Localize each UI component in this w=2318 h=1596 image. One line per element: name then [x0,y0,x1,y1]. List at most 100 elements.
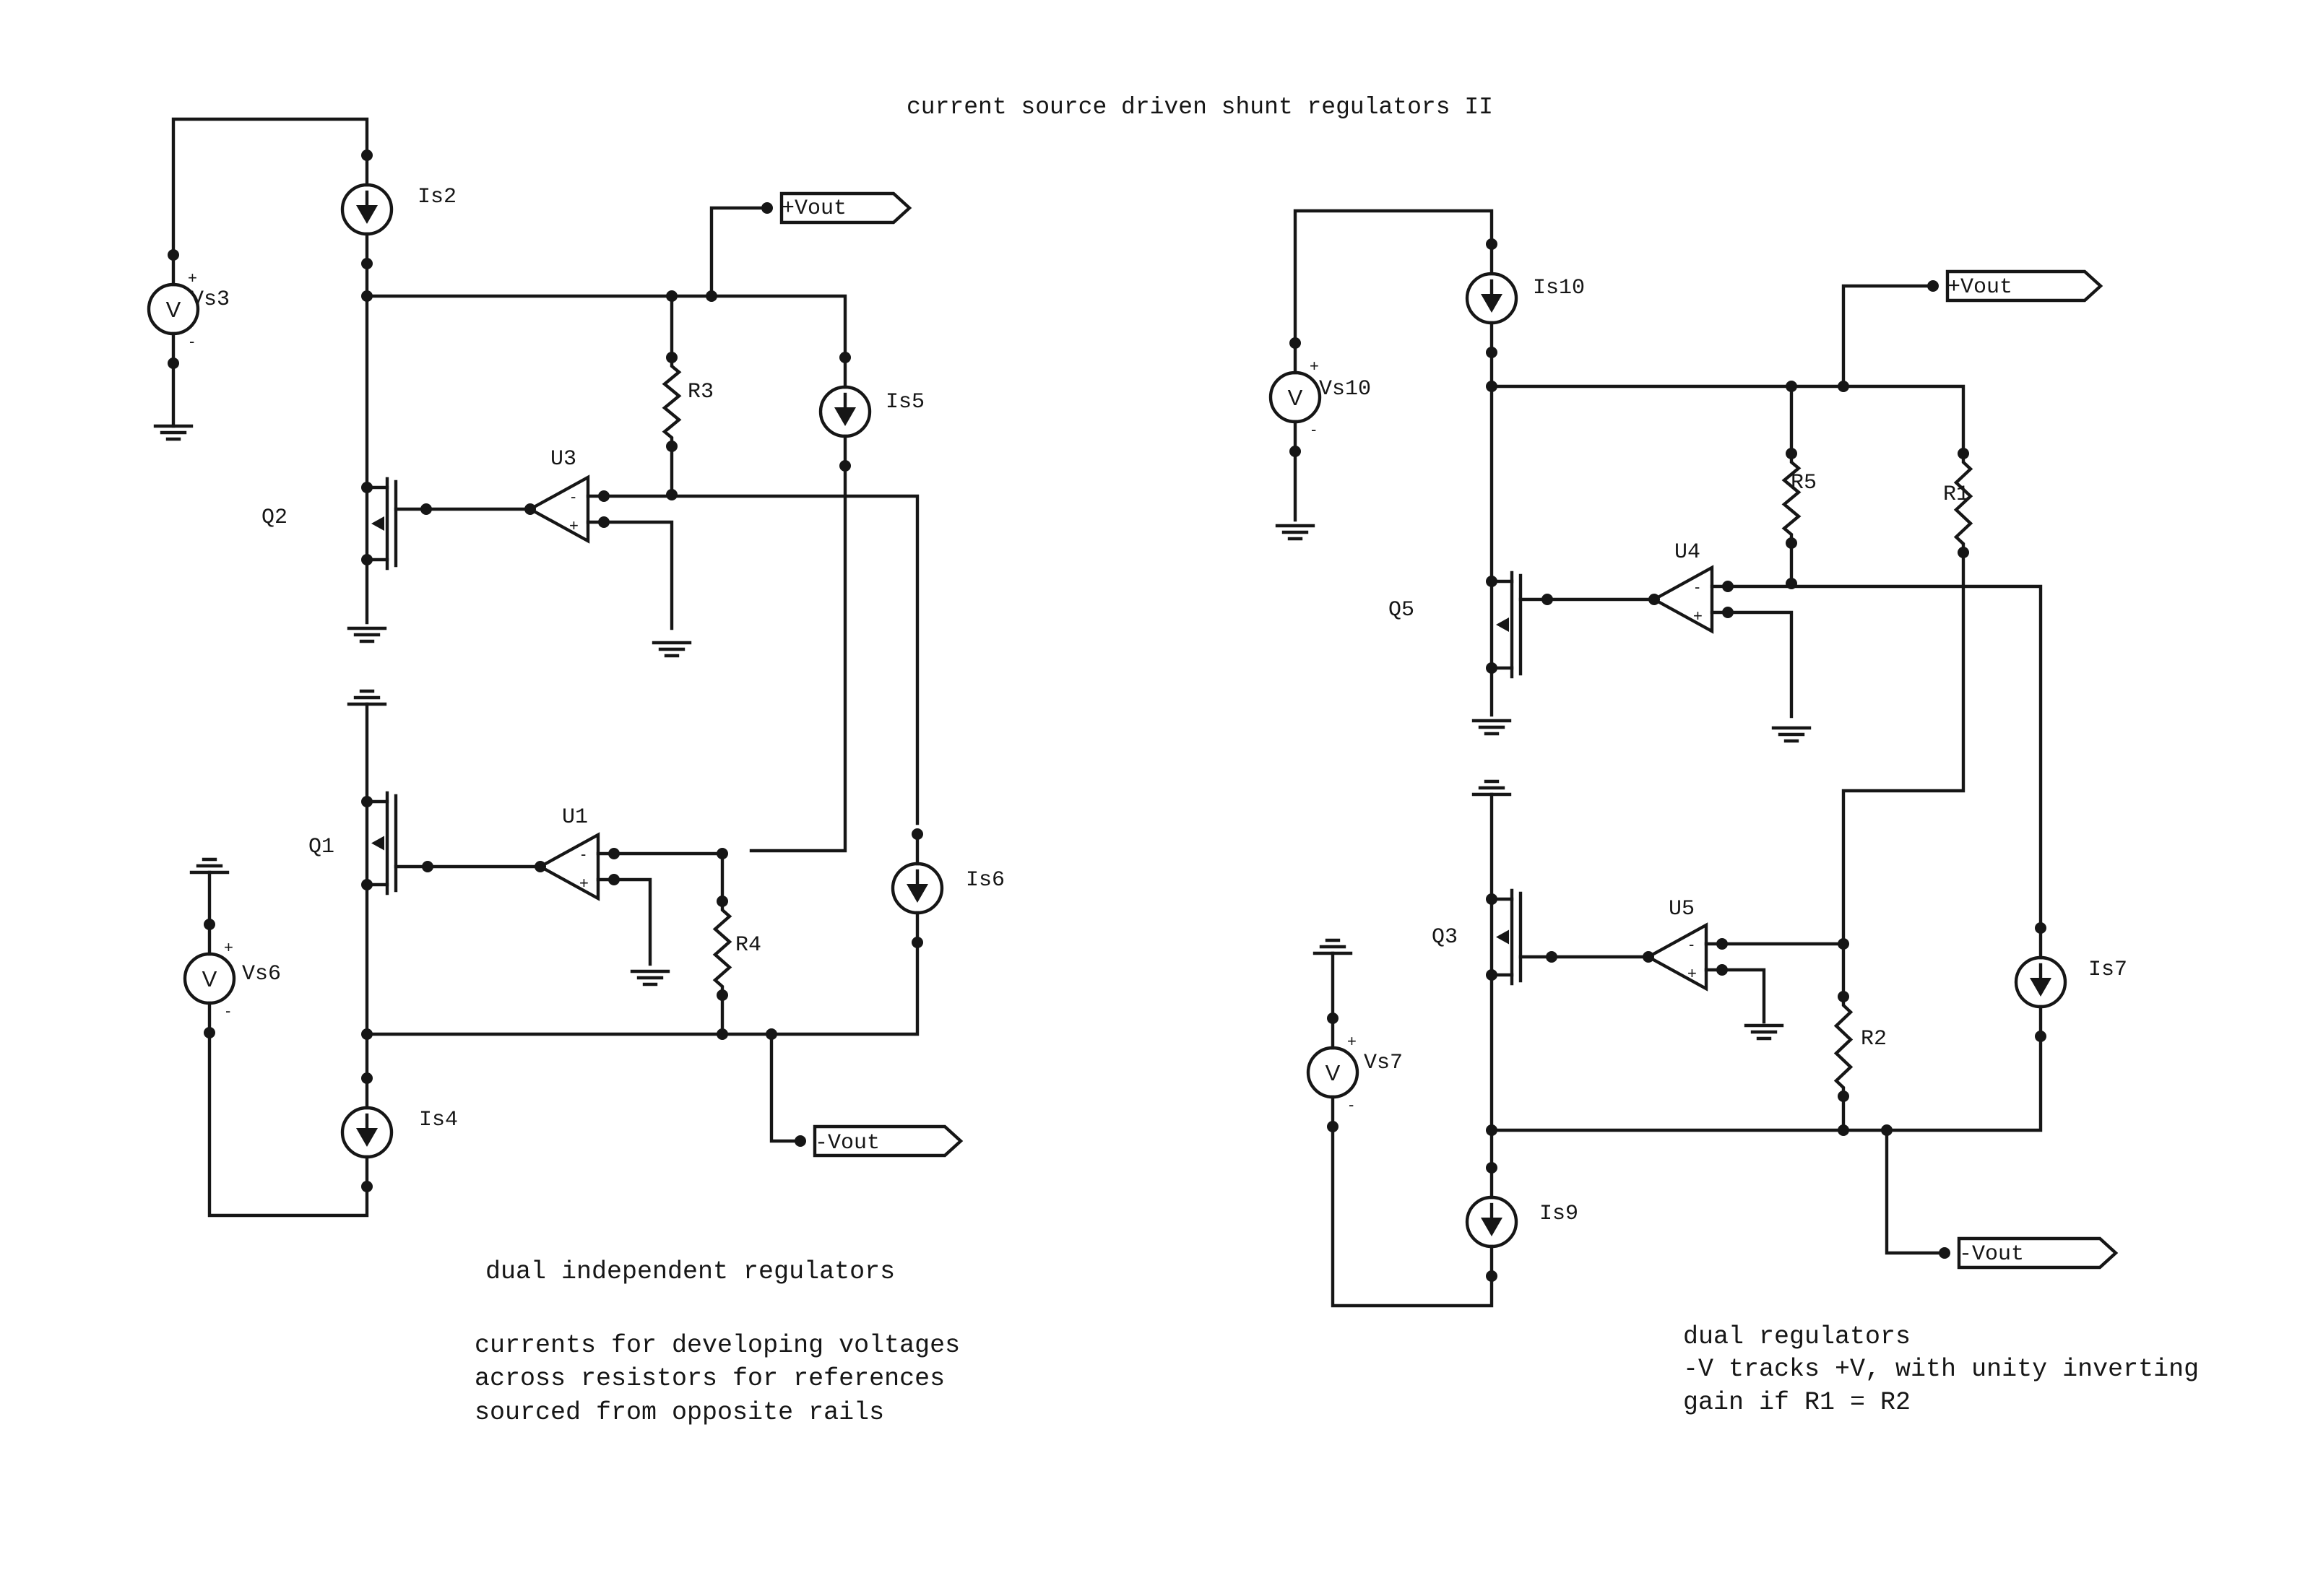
wire-vs10-is10 [1293,209,1494,345]
voltmeter-glyph: V [166,297,181,322]
plus-sign: + [1347,1032,1357,1050]
port-label-neg-vout-right: -Vout [1959,1242,2024,1267]
resistor-zigzag [1833,994,1854,1098]
wire-u5-noninv-gnd [1720,968,1766,1024]
inverting-input-sign: - [581,845,586,863]
noninverting-input-sign: + [1687,964,1697,982]
resistor-r2 [1833,994,1854,1098]
voltage-source-vs7: V+- [1306,1016,1359,1129]
resistor-zigzag [712,899,732,997]
opamp-triangle [1651,565,1714,634]
label-u5: U5 [1669,897,1695,921]
arrow-down-icon [356,205,378,224]
wire-top-rail-right [1489,350,1965,456]
wire-top-rail-left [365,261,847,360]
node-dot [761,202,773,214]
node-dot [717,1028,728,1040]
label-is10: Is10 [1533,276,1585,300]
wire-u1-noninv-gnd [612,877,652,966]
ground-u5 [1744,1023,1784,1041]
label-r3: R3 [688,380,714,404]
node-dot [1927,280,1939,292]
label-u1: U1 [562,805,588,830]
ground-vs6 [189,857,230,875]
port-arrow-shape [1945,269,2103,303]
ground-q1 [347,689,387,706]
label-q1: Q1 [308,835,334,859]
node-dot [1838,1124,1849,1136]
transistor-q5 [1489,571,1549,679]
arrow-left-icon [371,516,384,531]
node-dot [1786,381,1797,392]
port-arrow-shape [813,1124,964,1158]
node-dot [666,489,678,500]
plus-sign: + [188,269,197,287]
label-q5: Q5 [1388,598,1414,623]
noninverting-input-sign: + [569,516,579,534]
node-dot [1881,1124,1893,1136]
port-arrow-shape [779,191,912,225]
arrow-down-icon [356,1128,378,1147]
label-is5: Is5 [886,390,925,415]
arrow-down-icon [2030,978,2051,997]
port-arrow-shape [1957,1236,2119,1270]
node-dots-layer [168,149,2046,1282]
node-dot [795,1135,806,1147]
wire-is5-u1 [749,464,847,853]
wire-u3-noninv-gnd [602,520,674,630]
current-source-is5 [818,355,872,468]
note-left-line-2: across resistors for references [475,1364,945,1393]
wiring-layer [171,117,2043,1308]
note-left-line-3: sourced from opposite rails [475,1398,884,1427]
label-is9: Is9 [1539,1202,1578,1226]
resistor-r5 [1781,451,1802,545]
arrow-down-icon [1481,294,1502,313]
node-dot [1838,381,1849,392]
label-r4: R4 [735,933,761,958]
label-vs10: Vs10 [1319,377,1371,402]
label-is2: Is2 [418,185,457,209]
node-dot [717,848,728,859]
wire-neg-vout-left [769,1032,803,1143]
current-source-is7 [2014,926,2067,1038]
arrow-left-icon [371,836,384,851]
node-dot [1486,1124,1497,1136]
inverting-input-sign: - [1689,935,1694,953]
note-right-line-1: -V tracks +V, with unity inverting [1683,1355,2199,1384]
label-r5: R5 [1791,471,1817,495]
opamp-u1: -+ [537,832,616,901]
node-dot [766,1028,777,1040]
wire-u3-inv-is6 [602,494,920,825]
transistor-q3 [1489,888,1554,986]
port-label-pos-vout-right: +Vout [1947,275,2012,300]
resistor-zigzag [662,355,682,448]
ground-u4 [1771,726,1812,743]
wire-neg-vout-right [1885,1128,1947,1255]
wire-vs3-is2 [171,117,369,253]
voltage-source-vs6: V+- [183,922,236,1035]
wire-u4-inv-is7 [1726,584,2043,930]
label-r2: R2 [1861,1027,1887,1051]
plus-sign: + [224,938,233,956]
resistor-zigzag [1953,451,1973,555]
port-label-neg-vout-left: -Vout [815,1131,880,1155]
node-dot [1486,381,1497,392]
node-dot [361,1028,373,1040]
current-source-is10 [1465,242,1518,355]
noninverting-input-sign: + [579,874,589,892]
label-is7: Is7 [2088,958,2127,982]
opamp-triangle [527,474,590,544]
port-neg-vout-right [1957,1236,2119,1270]
voltage-source-vs10: V+- [1268,341,1322,454]
label-vs3: Vs3 [191,287,230,312]
wire-is9-vs7 [1331,1124,1494,1308]
label-r1: R1 [1943,482,1969,507]
ground-vs10 [1275,524,1315,541]
inverting-input-sign: - [571,487,576,506]
inverting-input-sign: - [1695,578,1700,596]
wire-is4-vs6 [207,1031,369,1218]
note-left-line-1: currents for developing voltages [475,1331,960,1360]
node-dot [1838,938,1849,950]
caption-left: dual independent regulators [485,1257,895,1286]
